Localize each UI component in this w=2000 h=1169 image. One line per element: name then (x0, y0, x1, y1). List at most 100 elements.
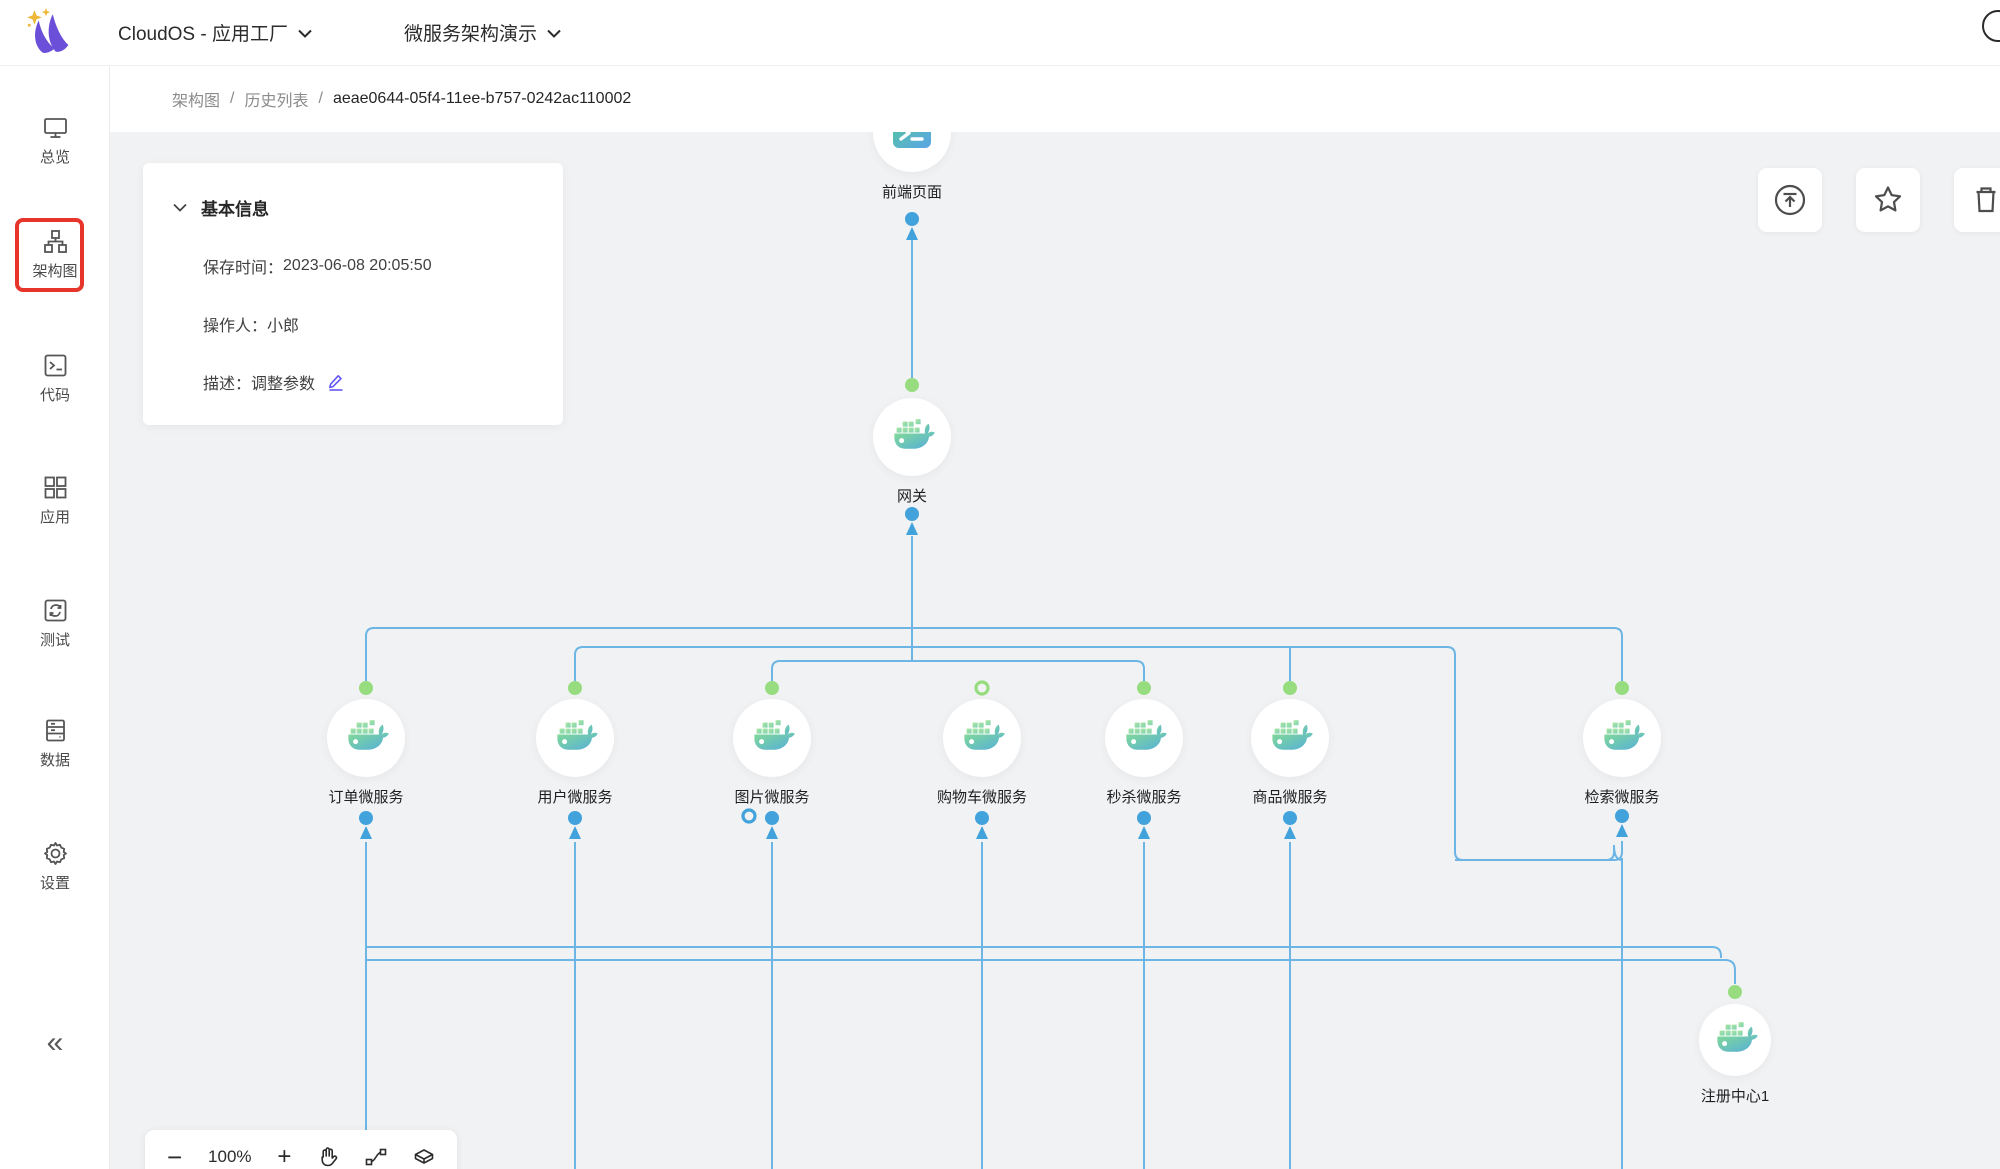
sitemap-icon (43, 230, 67, 253)
upload-button[interactable] (1758, 168, 1822, 232)
diagram-node-user[interactable]: 用户微服务 (536, 699, 614, 807)
diagram-node-search[interactable]: 检索微服务 (1583, 699, 1661, 807)
node-circle[interactable] (733, 699, 811, 777)
sidebar-item-apps[interactable]: 应用 (0, 474, 110, 527)
gear-icon (43, 842, 67, 865)
breadcrumb: 架构图 / 历史列表 / aeae0644-05f4-11ee-b757-024… (110, 66, 2000, 132)
sidebar: 总览 架构图 代码 应用 (0, 66, 110, 1169)
node-label: 注册中心1 (1700, 1088, 1770, 1105)
diagram-node-seckill[interactable]: 秒杀微服务 (1105, 699, 1183, 807)
sidebar-item-label: 代码 (39, 387, 70, 404)
zoom-out-button[interactable]: − (167, 1141, 183, 1169)
chevron-down-icon (547, 29, 561, 38)
app-header: CloudOS - 应用工厂 微服务架构演示 (0, 0, 2000, 66)
node-circle[interactable] (536, 699, 614, 777)
sidebar-item-label: 设置 (39, 875, 70, 892)
basic-info-title: 基本信息 (201, 200, 269, 219)
diagram-node-cart[interactable]: 购物车微服务 (937, 699, 1027, 807)
field-label: 保存时间： (203, 260, 284, 277)
diagram-node-goods[interactable]: 商品微服务 (1251, 699, 1329, 807)
diagram-node-order[interactable]: 订单微服务 (327, 699, 405, 807)
layers-tool-button[interactable] (413, 1146, 435, 1168)
field-label: 操作人： (203, 318, 268, 335)
chevron-down-icon (173, 203, 187, 212)
info-row-operator: 操作人： 小郎 (203, 312, 533, 336)
cloudos-logo[interactable] (22, 8, 72, 58)
canvas-zoombar: − 100% + (145, 1130, 457, 1169)
sidebar-item-label: 总览 (39, 149, 70, 166)
sidebar-item-label: 应用 (39, 509, 70, 526)
app-switcher[interactable]: CloudOS - 应用工厂 (118, 19, 312, 46)
docker-whale-icon (1120, 714, 1168, 762)
upload-icon (1774, 184, 1806, 216)
sidebar-item-label: 测试 (39, 632, 70, 649)
breadcrumb-separator: / (318, 90, 323, 107)
node-circle[interactable] (1251, 699, 1329, 777)
delete-button[interactable] (1954, 168, 2000, 232)
sidebar-item-data[interactable]: 数据 (0, 717, 110, 770)
hand-icon (321, 1147, 338, 1167)
docker-whale-icon (1266, 714, 1314, 762)
app-switcher-label: CloudOS - 应用工厂 (118, 24, 288, 45)
connector-tool-button[interactable] (365, 1146, 387, 1168)
pan-tool-button[interactable] (317, 1146, 339, 1168)
field-value: 调整参数 (251, 376, 316, 393)
docker-whale-icon (551, 714, 599, 762)
sync-icon (44, 599, 66, 622)
docker-whale-icon (1711, 1016, 1759, 1064)
star-icon (1874, 186, 1902, 212)
node-label: 检索微服务 (1584, 789, 1660, 806)
apps-icon (44, 476, 66, 499)
sidebar-item-label: 数据 (39, 752, 70, 769)
info-row-description: 描述： 调整参数 (203, 370, 533, 394)
sidebar-item-overview[interactable]: 总览 (0, 114, 110, 167)
sidebar-item-label: 架构图 (32, 263, 78, 280)
edit-description-button[interactable] (327, 373, 345, 391)
node-label: 商品微服务 (1252, 789, 1328, 806)
breadcrumb-item-history[interactable]: 历史列表 (244, 93, 309, 110)
field-value: 2023-06-08 20:05:50 (283, 257, 432, 274)
node-circle[interactable] (1105, 699, 1183, 777)
docker-whale-icon (958, 714, 1006, 762)
project-switcher[interactable]: 微服务架构演示 (404, 19, 561, 46)
node-label: 购物车微服务 (936, 789, 1028, 806)
docker-whale-icon (1598, 714, 1646, 762)
sidebar-item-settings[interactable]: 设置 (0, 840, 110, 893)
node-circle[interactable] (942, 699, 1021, 777)
info-row-save-time: 保存时间： 2023-06-08 20:05:50 (203, 254, 533, 278)
basic-info-card: 基本信息 保存时间： 2023-06-08 20:05:50 操作人： 小郎 描… (143, 163, 563, 425)
box-icon (414, 1149, 434, 1164)
favorite-button[interactable] (1856, 168, 1920, 232)
zoom-level: 100% (208, 1147, 252, 1166)
breadcrumb-separator: / (230, 90, 235, 107)
docker-whale-icon (748, 714, 796, 762)
node-label: 网关 (896, 488, 927, 505)
node-label: 订单微服务 (328, 789, 404, 806)
sidebar-item-test[interactable]: 测试 (0, 597, 110, 650)
sidebar-collapse-icon[interactable]: « (46, 1026, 64, 1059)
node-label: 前端页面 (881, 184, 942, 201)
node-label: 用户微服务 (537, 789, 613, 806)
basic-info-header[interactable]: 基本信息 (173, 195, 533, 220)
trash-icon (1976, 187, 1996, 213)
monitor-icon (43, 118, 67, 138)
help-icon[interactable] (1982, 10, 2000, 42)
breadcrumb-item-architecture[interactable]: 架构图 (172, 93, 221, 110)
node-circle[interactable] (1583, 699, 1661, 777)
diagram-node-registry[interactable]: 注册中心1 (1699, 1004, 1771, 1106)
field-label: 描述： (203, 376, 252, 393)
node-label: 秒杀微服务 (1106, 789, 1182, 806)
sidebar-item-code[interactable]: 代码 (0, 352, 110, 405)
node-circle[interactable] (1699, 1004, 1771, 1076)
field-value: 小郎 (267, 318, 300, 335)
project-switcher-label: 微服务架构演示 (403, 24, 537, 45)
diagram-node-image[interactable]: 图片微服务 (733, 699, 811, 807)
node-circle[interactable] (327, 699, 405, 777)
database-icon (45, 719, 65, 742)
diagram-node-gateway[interactable]: 网关 (873, 398, 951, 506)
zoom-in-button[interactable]: + (277, 1143, 292, 1169)
sidebar-item-architecture[interactable]: 架构图 (0, 228, 110, 281)
docker-whale-icon (888, 413, 936, 461)
docker-whale-icon (342, 714, 390, 762)
node-circle[interactable] (873, 398, 951, 476)
